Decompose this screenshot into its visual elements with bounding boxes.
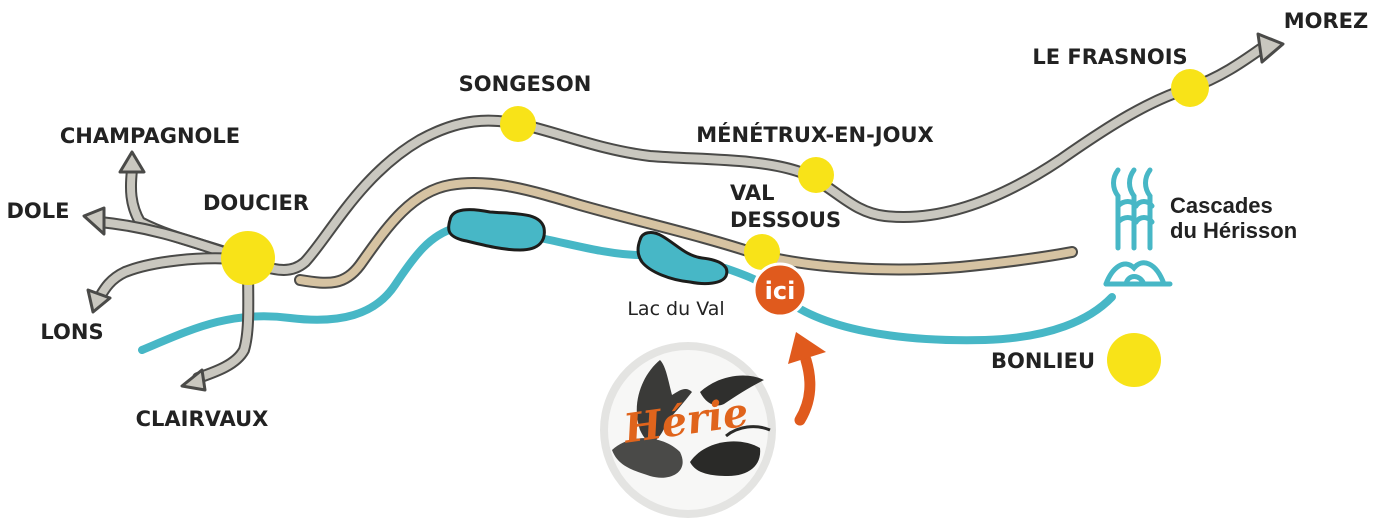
doucier-exits <box>92 164 255 384</box>
destination-label-champagnole: CHAMPAGNOLE <box>60 124 240 148</box>
destination-label-lons: LONS <box>40 320 103 344</box>
town-label-val-dessous-1: VAL <box>730 181 774 205</box>
arrow-clairvaux <box>180 368 207 392</box>
destination-label-dole: DOLE <box>6 199 69 223</box>
town-label-menetrux: MÉNÉTRUX-EN-JOUX <box>696 122 933 147</box>
lake-chalain <box>447 208 546 252</box>
town-dot-le-frasnois <box>1171 69 1209 107</box>
town-label-le-frasnois: LE FRASNOIS <box>1032 45 1187 69</box>
direction-arrow-head <box>788 332 826 364</box>
town-dot-bonlieu <box>1107 333 1161 387</box>
town-label-doucier: DOUCIER <box>203 191 309 215</box>
town-dot-doucier <box>221 231 275 285</box>
animal-park-logo-icon <box>600 342 776 518</box>
river <box>138 224 1116 354</box>
cascade-label-2: du Hérisson <box>1170 218 1297 243</box>
town-dot-songeson <box>500 106 536 142</box>
arrow-champagnole <box>118 150 146 174</box>
town-label-songeson: SONGESON <box>459 72 592 96</box>
location-marker-icon <box>752 262 808 318</box>
arrow-dole <box>82 206 106 236</box>
direction-arrow <box>794 354 816 426</box>
arrow-morez <box>1256 32 1285 64</box>
destination-label-morez: MOREZ <box>1284 9 1369 33</box>
marker-label: ici <box>765 277 796 305</box>
town-label-bonlieu: BONLIEU <box>991 349 1095 373</box>
lake-label: Lac du Val <box>627 298 724 320</box>
cascade-icon <box>1103 167 1173 287</box>
arrow-lons <box>86 288 112 314</box>
town-dot-val-dessous <box>744 234 780 270</box>
cascade-label-1: Cascades <box>1170 193 1273 218</box>
town-dot-menetrux <box>798 157 834 193</box>
lake-val <box>636 231 729 286</box>
destination-label-clairvaux: CLAIRVAUX <box>136 407 269 431</box>
town-label-val-dessous-2: DESSOUS <box>730 208 841 232</box>
